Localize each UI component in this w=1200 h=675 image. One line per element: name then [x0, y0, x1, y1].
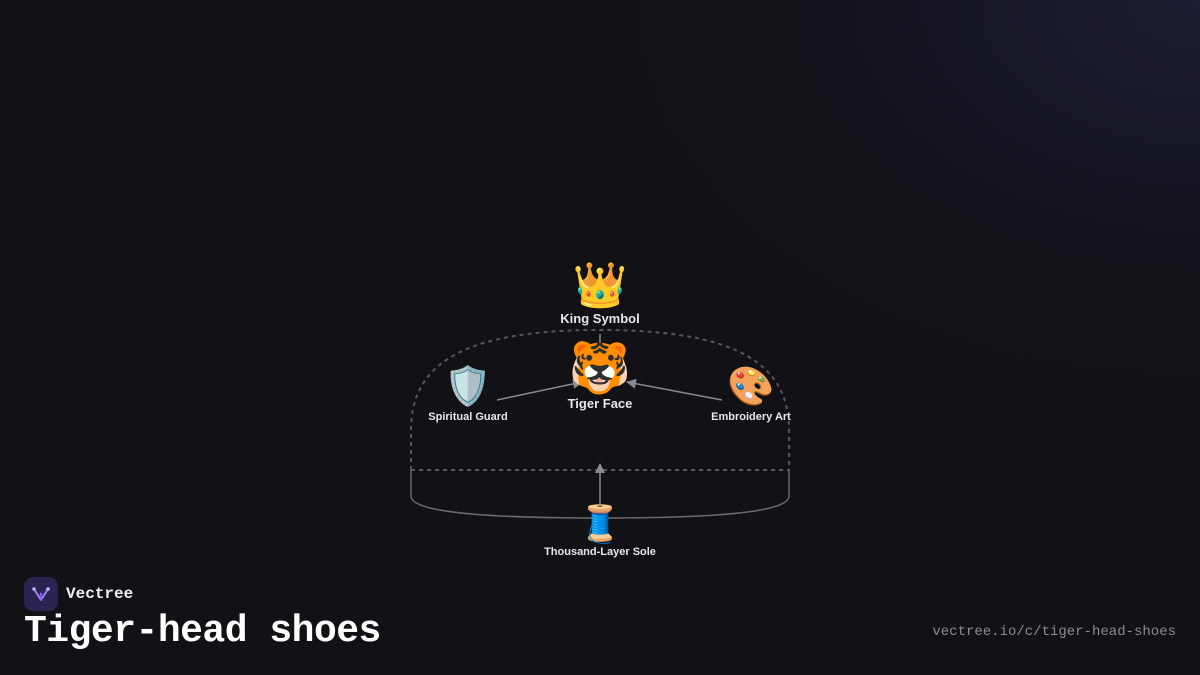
node-thousand-layer-sole[interactable]: 🧵 Thousand-Layer Sole — [544, 504, 656, 559]
node-king-symbol[interactable]: 👑 King Symbol — [560, 260, 640, 327]
node-label: Spiritual Guard — [428, 411, 508, 423]
node-label: King Symbol — [560, 311, 640, 326]
source-url[interactable]: vectree.io/c/tiger-head-shoes — [932, 624, 1176, 640]
vectree-logo-icon — [24, 577, 58, 611]
node-embroidery-art[interactable]: 🎨 Embroidery Art — [711, 367, 791, 423]
edge-guard-to-tiger — [496, 378, 583, 401]
node-label: Thousand-Layer Sole — [544, 546, 656, 558]
brand[interactable]: Vectree — [24, 577, 133, 611]
page-title: Tiger-head shoes — [24, 610, 381, 653]
shoe-sole-outline — [410, 470, 790, 519]
edge-art-to-tiger — [626, 378, 723, 401]
node-label: Embroidery Art — [711, 411, 791, 423]
node-spiritual-guard[interactable]: 🛡️ Spiritual Guard — [428, 367, 507, 423]
node-label: Tiger Face — [567, 396, 633, 411]
shield-icon: 🛡️ — [444, 364, 492, 408]
tiger-face-icon: 🐯 — [568, 339, 632, 397]
thread-spool-icon: 🧵 — [577, 504, 623, 545]
shoe-upper-outline — [410, 328, 790, 470]
node-tiger-face[interactable]: 🐯 Tiger Face — [568, 343, 633, 411]
palette-icon: 🎨 — [727, 364, 775, 408]
crown-icon: 👑 — [572, 260, 628, 311]
brand-name: Vectree — [66, 585, 134, 603]
